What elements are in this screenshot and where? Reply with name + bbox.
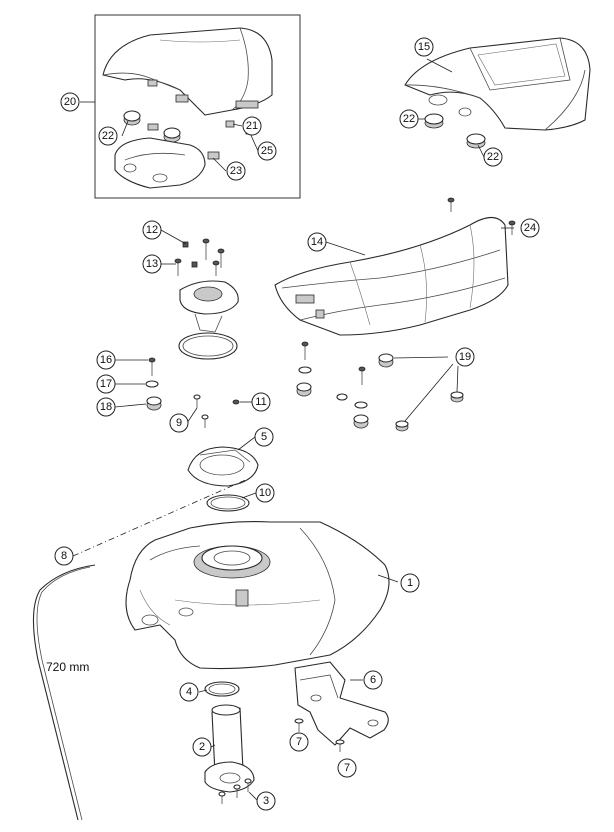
breather-hose-part [32, 564, 96, 821]
callout-6: 6 [363, 670, 383, 690]
callout-22a-label: 22 [102, 130, 114, 142]
callout-7a-label: 7 [296, 736, 302, 748]
gasket-ring-part [206, 494, 250, 512]
callout-10: 10 [255, 483, 275, 503]
tank-bracket-part [294, 661, 389, 746]
callout-9: 9 [169, 413, 189, 433]
callout-1-label: 1 [407, 577, 413, 589]
inset-frame [94, 14, 301, 199]
callout-21-label: 21 [246, 120, 258, 132]
callout-13-label: 13 [146, 258, 158, 270]
callout-9-label: 9 [176, 417, 182, 429]
pump-screws [218, 778, 252, 804]
fuel-cap-screws [174, 238, 225, 276]
callout-22b: 22 [399, 109, 419, 129]
callout-5: 5 [254, 427, 274, 447]
callout-12: 12 [142, 220, 162, 240]
callout-22b-label: 22 [403, 113, 415, 125]
callout-11-label: 11 [255, 396, 266, 408]
seat-screws [447, 197, 516, 235]
passenger-seat-part [404, 37, 591, 131]
callout-17-label: 17 [100, 378, 112, 390]
callout-18-label: 18 [100, 401, 112, 413]
fuel-cap-part [178, 280, 239, 360]
callout-4: 4 [179, 682, 199, 702]
callout-5-label: 5 [261, 431, 267, 443]
pump-seal-part [204, 681, 240, 697]
callout-3-label: 3 [263, 795, 269, 807]
callout-2-label: 2 [199, 741, 205, 753]
callout-15-label: 15 [418, 41, 430, 53]
callout-16-label: 16 [100, 354, 112, 366]
callout-8: 8 [54, 546, 74, 566]
callout-2: 2 [192, 737, 212, 757]
callout-19: 19 [455, 347, 475, 367]
callout-24: 24 [520, 218, 540, 238]
fuel-tank-part [125, 521, 390, 670]
callout-19-label: 19 [459, 351, 471, 363]
callout-13: 13 [142, 254, 162, 274]
callout-17: 17 [96, 374, 116, 394]
callout-22c: 22 [483, 147, 503, 167]
hose-length-label: 720 mm [46, 660, 89, 674]
callout-8-label: 8 [61, 550, 67, 562]
leader-lines [72, 58, 514, 802]
callout-6-label: 6 [370, 674, 376, 686]
callout-20-label: 20 [64, 96, 76, 108]
callout-15: 15 [414, 37, 434, 57]
callout-16: 16 [96, 350, 116, 370]
callout-12-label: 12 [146, 224, 158, 236]
callout-22a: 22 [98, 126, 118, 146]
callout-10-label: 10 [259, 487, 271, 499]
callout-21: 21 [242, 116, 262, 136]
callout-3: 3 [256, 791, 276, 811]
callout-24-label: 24 [524, 222, 536, 234]
right-hardware [296, 341, 464, 432]
callout-25-label: 25 [261, 145, 273, 157]
fuel-pump-part [204, 704, 255, 793]
inset-small-parts [123, 100, 259, 160]
callout-7a: 7 [289, 732, 309, 752]
callout-25: 25 [257, 141, 277, 161]
passenger-seat-rubbers [424, 113, 486, 149]
callout-14: 14 [307, 232, 327, 252]
passenger-seat-cover-inset [80, 14, 301, 199]
callout-11: 11 [251, 392, 271, 412]
callout-20: 20 [60, 92, 80, 112]
filler-flange-part [187, 446, 259, 487]
bracket-screws [294, 718, 345, 752]
inset-tail-part [114, 137, 206, 189]
callout-23: 23 [226, 161, 246, 181]
callout-4-label: 4 [186, 686, 192, 698]
callout-7b: 7 [337, 758, 357, 778]
callout-18: 18 [96, 397, 116, 417]
callout-14-label: 14 [311, 236, 323, 248]
callout-23-label: 23 [230, 165, 242, 177]
rider-seat-part [274, 216, 509, 336]
callout-1: 1 [400, 573, 420, 593]
callout-7b-label: 7 [344, 762, 350, 774]
left-hardware [145, 357, 240, 428]
callout-22c-label: 22 [487, 151, 499, 163]
